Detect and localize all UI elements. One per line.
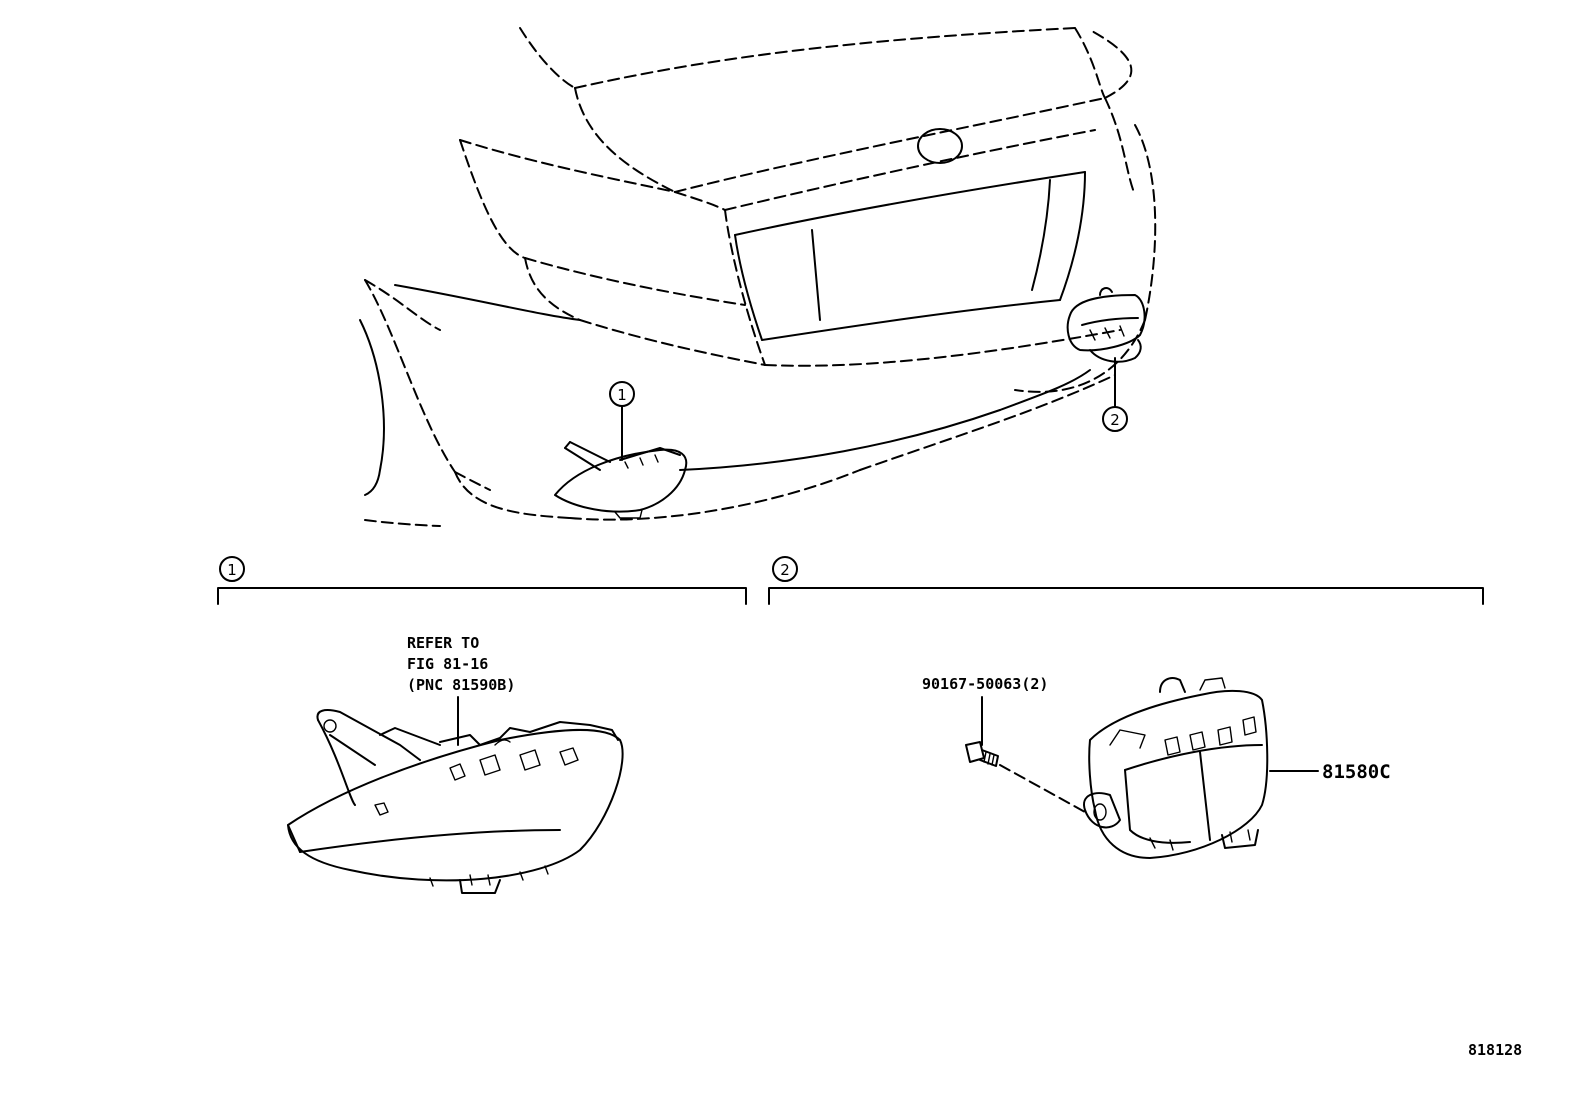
- svg-text:2: 2: [1110, 411, 1120, 429]
- svg-text:FIG 81-16: FIG 81-16: [407, 655, 488, 673]
- car-body-outline: [359, 27, 1157, 527]
- callout-1-on-car: 1: [609, 381, 635, 461]
- callout-2-on-car: 2: [1102, 357, 1128, 432]
- refer-note: REFER TO FIG 81-16 (PNC 81590B): [407, 634, 515, 746]
- svg-text:(PNC 81590B): (PNC 81590B): [407, 676, 515, 694]
- bolt-label-group: 90167-50063(2): [922, 675, 1048, 746]
- reflector-2-detail: [1083, 677, 1269, 859]
- svg-text:81580C: 81580C: [1322, 761, 1391, 783]
- svg-text:1: 1: [227, 561, 237, 579]
- reflector-part-label-group: 81580C: [1269, 761, 1391, 783]
- section-1-bracket: 1: [217, 556, 747, 605]
- reflector-1-detail: [287, 709, 624, 894]
- reflector-right-on-car: [1066, 287, 1146, 363]
- svg-text:90167-50063(2): 90167-50063(2): [922, 675, 1048, 693]
- bolt-icon: [965, 741, 1086, 813]
- section-2-bracket: 2: [768, 556, 1484, 605]
- figure-id: 818128: [1468, 1041, 1522, 1059]
- reflector-left-on-car: [554, 441, 688, 519]
- svg-text:1: 1: [617, 386, 627, 404]
- svg-text:2: 2: [780, 561, 790, 579]
- svg-text:REFER TO: REFER TO: [407, 634, 479, 652]
